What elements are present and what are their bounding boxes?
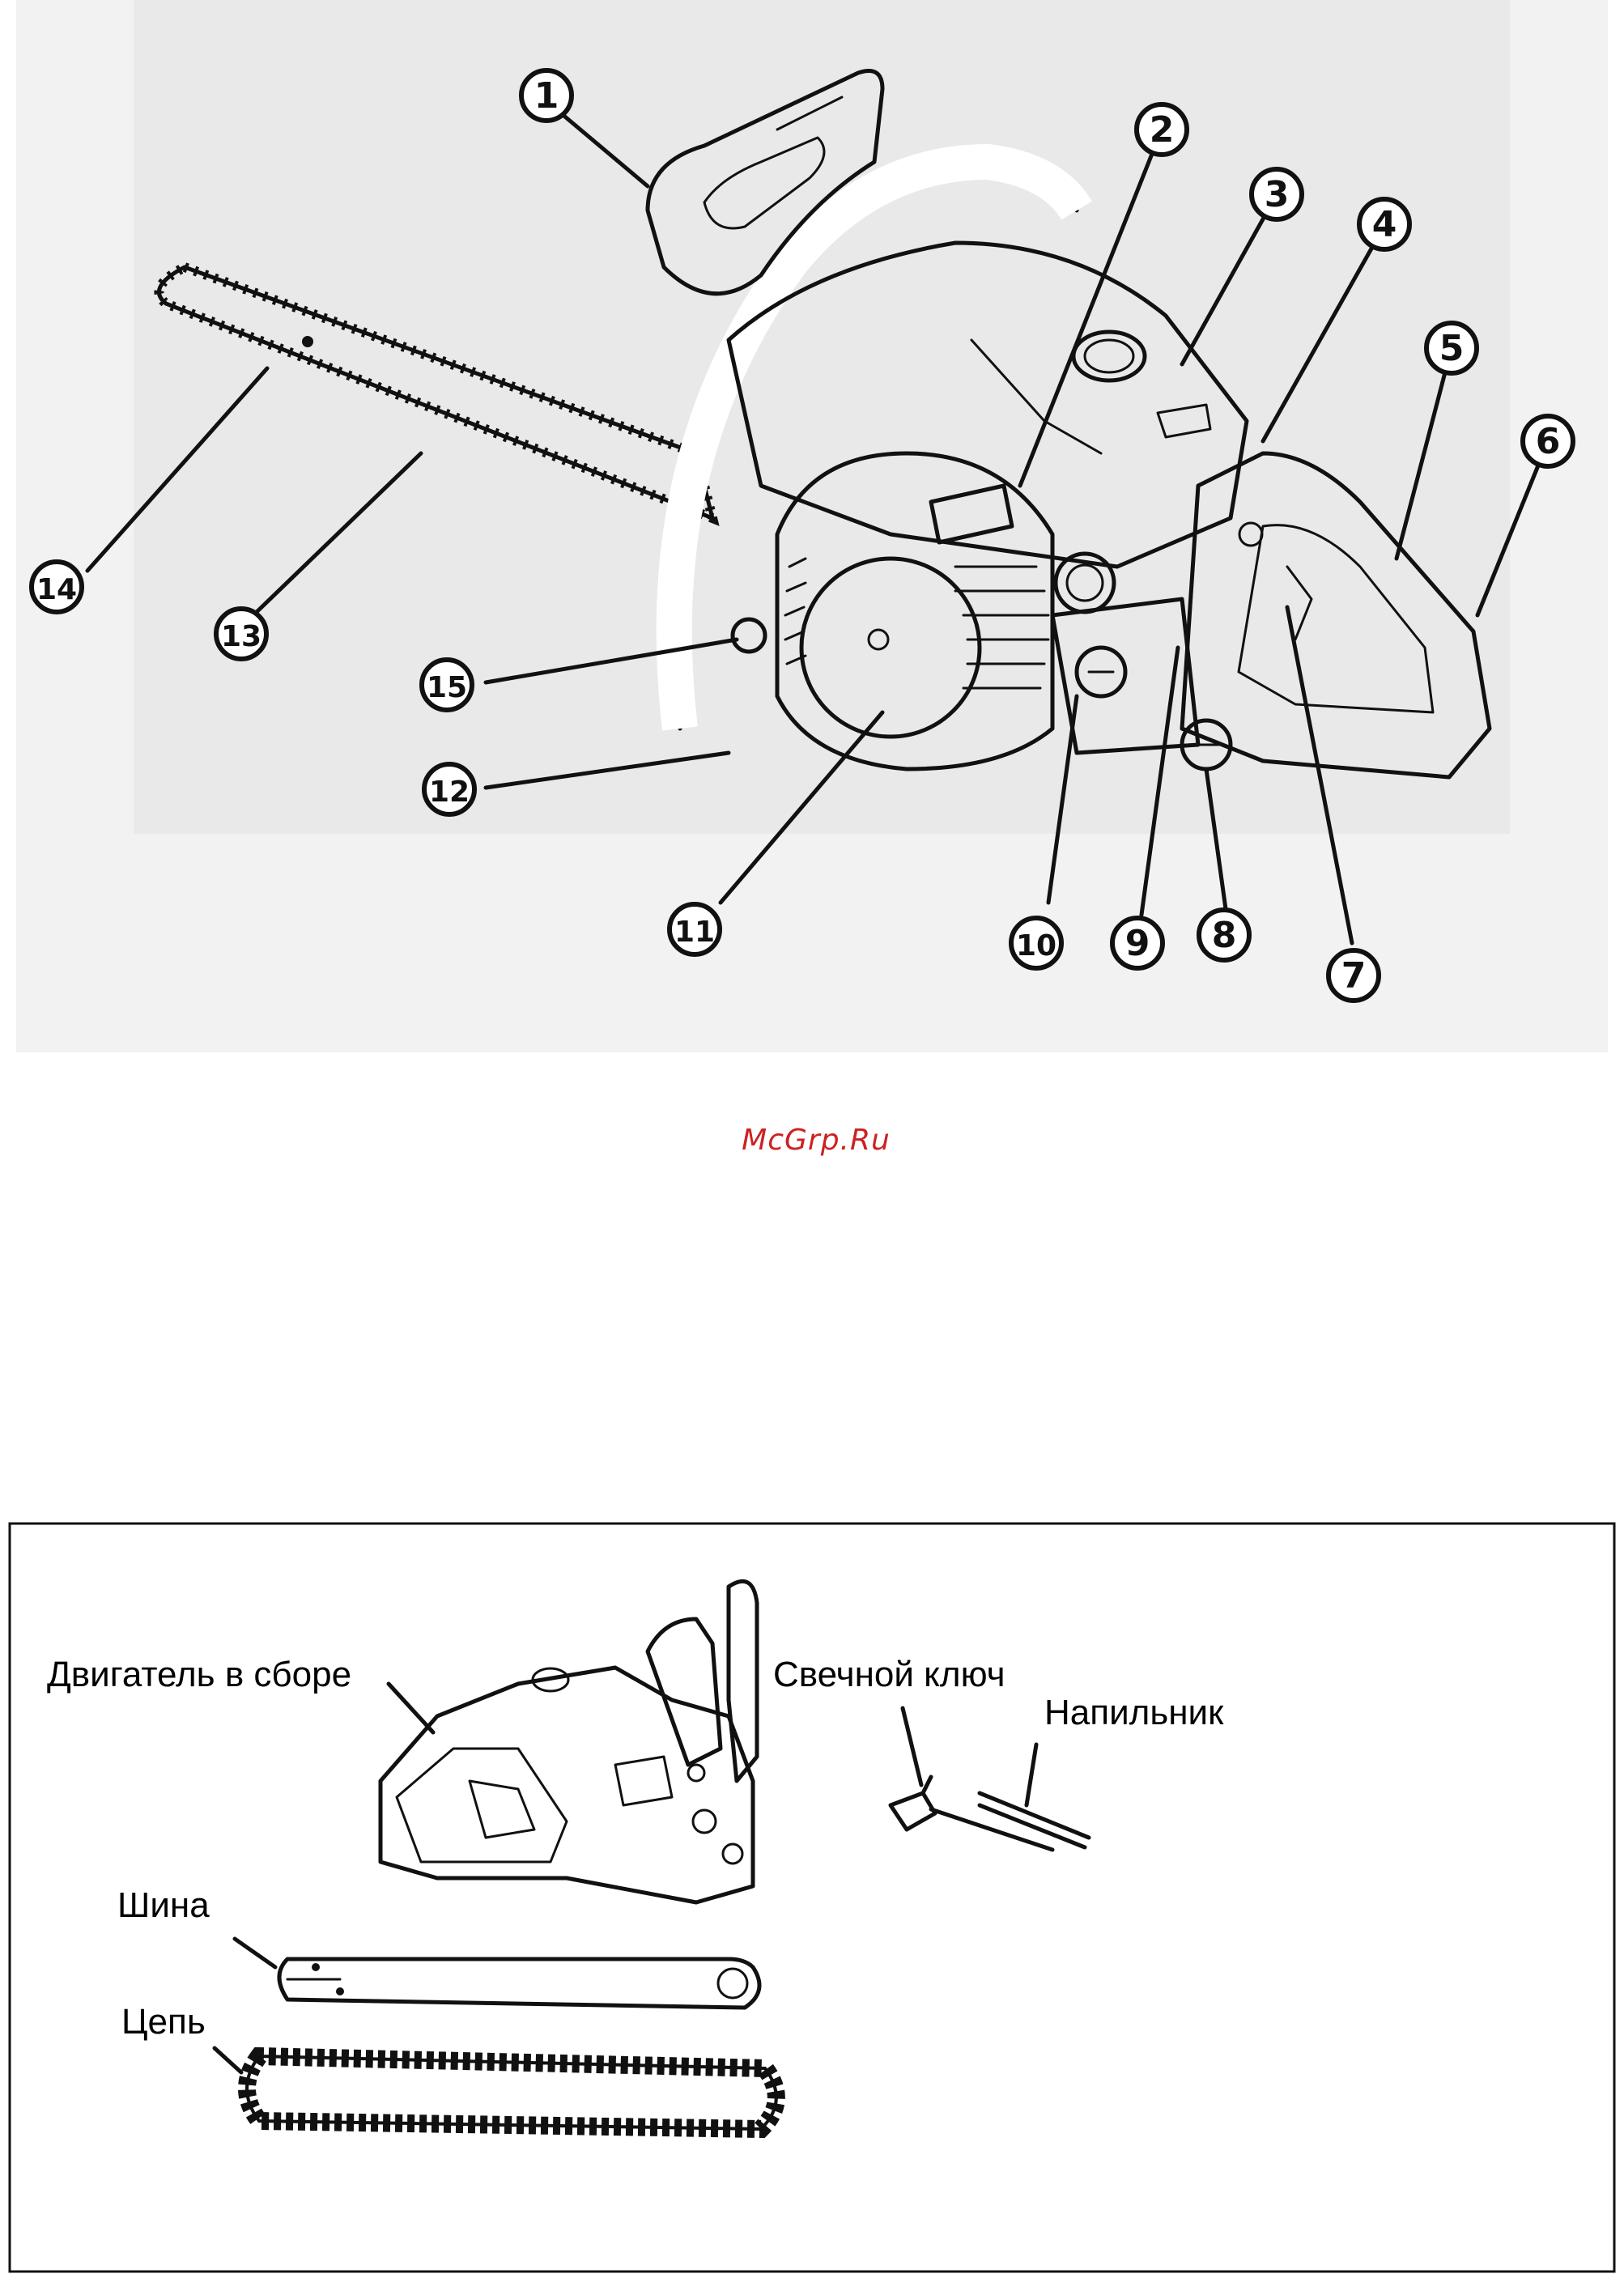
figure-delivery-set: Двигатель в сборе Свечной ключ Напильник… (10, 1524, 1614, 2272)
callout-8-number: 8 (1212, 915, 1237, 956)
callout-5-number: 5 (1439, 328, 1465, 369)
label-bar: Шина (117, 1885, 210, 1925)
callout-6-number: 6 (1536, 421, 1561, 462)
figure-chainsaw-parts: 1 2 3 4 5 6 7 (16, 0, 1608, 1052)
callout-11: 11 (670, 904, 720, 954)
callout-10-number: 10 (1016, 929, 1056, 963)
callout-3: 3 (1252, 169, 1302, 219)
callout-1-number: 1 (534, 75, 559, 117)
figure2-frame (10, 1524, 1614, 2272)
callout-11-number: 11 (674, 916, 715, 949)
callout-12: 12 (424, 764, 474, 814)
callout-9-number: 9 (1125, 923, 1150, 964)
label-spark-plug-wrench: Свечной ключ (773, 1655, 1005, 1694)
callout-5: 5 (1426, 323, 1477, 373)
label-chain: Цепь (121, 2002, 206, 2042)
callout-2: 2 (1137, 104, 1187, 155)
callout-6: 6 (1523, 416, 1573, 466)
callout-14-number: 14 (36, 573, 77, 606)
label-engine-assembly: Двигатель в сборе (47, 1655, 351, 1694)
callout-4-number: 4 (1372, 204, 1397, 245)
callout-7-number: 7 (1341, 955, 1367, 997)
callout-15: 15 (422, 660, 472, 710)
callout-8: 8 (1199, 910, 1249, 960)
callout-14: 14 (32, 562, 82, 612)
callout-1: 1 (521, 70, 572, 121)
callout-13-number: 13 (221, 620, 261, 653)
callout-15-number: 15 (427, 671, 467, 704)
callout-2-number: 2 (1150, 109, 1175, 151)
watermark-text: McGrp.Ru (742, 1124, 891, 1157)
callout-4: 4 (1359, 199, 1409, 249)
label-file: Напильник (1044, 1693, 1224, 1732)
callout-13: 13 (216, 609, 266, 659)
callout-9: 9 (1112, 918, 1163, 968)
callout-10: 10 (1011, 918, 1061, 968)
figure1-inner-background (134, 0, 1510, 834)
callout-3-number: 3 (1265, 174, 1290, 215)
callout-12-number: 12 (429, 776, 470, 809)
callout-7: 7 (1329, 950, 1379, 1001)
